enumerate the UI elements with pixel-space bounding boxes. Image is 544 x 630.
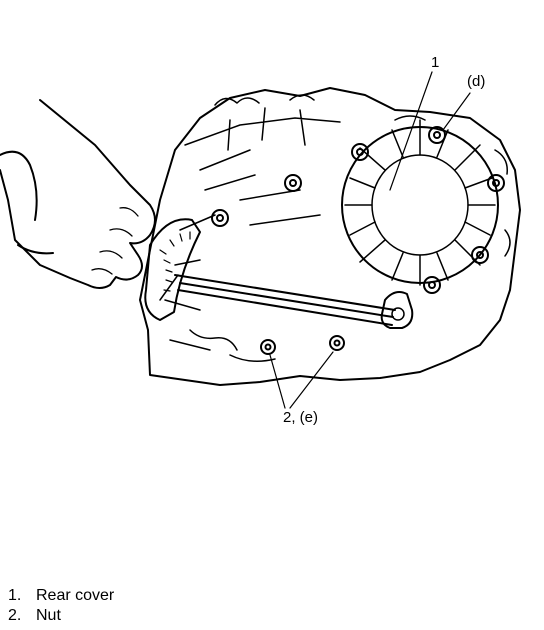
rear-cover-inner-ring bbox=[371, 154, 469, 256]
torque-wrench-rear-cover-illustration bbox=[0, 71, 521, 409]
transmission-case-outline bbox=[139, 87, 521, 386]
nut bbox=[260, 339, 276, 355]
torque-wrench-head bbox=[380, 291, 414, 329]
scale-tick-marks bbox=[159, 231, 191, 292]
callout-rear-cover: 1 bbox=[431, 54, 440, 71]
bolt bbox=[487, 174, 505, 192]
wrench-socket bbox=[391, 307, 405, 321]
leader-line-1 bbox=[389, 71, 433, 191]
nut bbox=[329, 335, 345, 351]
leader-line-d bbox=[442, 92, 471, 131]
case-rib-lines bbox=[164, 107, 341, 351]
bolt bbox=[211, 209, 229, 227]
hand-knuckles bbox=[91, 207, 139, 275]
callout-nut: 2, (e) bbox=[283, 409, 319, 426]
torque-wrench-shaft bbox=[174, 274, 396, 326]
legend-label: Nut bbox=[36, 607, 61, 624]
bolt-group-d bbox=[211, 126, 505, 294]
legend: 1. Rear cover 2. Nut bbox=[8, 586, 114, 626]
case-contours bbox=[189, 94, 511, 362]
bolt bbox=[423, 276, 441, 294]
bolt bbox=[471, 246, 489, 264]
callout-bolt: (d) bbox=[467, 73, 486, 90]
bolt bbox=[428, 126, 446, 144]
legend-number: 2. bbox=[8, 607, 22, 624]
leader-line-2e-left bbox=[269, 354, 286, 409]
legend-item: 2. Nut bbox=[8, 606, 114, 626]
nut-group-e bbox=[260, 335, 345, 355]
hand bbox=[0, 99, 156, 289]
leader-line-2e-right bbox=[289, 351, 334, 409]
legend-number: 1. bbox=[8, 587, 22, 604]
torque-wrench-scale bbox=[144, 218, 201, 321]
bolt bbox=[284, 174, 302, 192]
hand-sleeve bbox=[0, 150, 54, 255]
bolt bbox=[351, 143, 369, 161]
legend-label: Rear cover bbox=[36, 587, 115, 604]
rear-cover-radial-ribs bbox=[344, 119, 496, 286]
scale-pointer bbox=[159, 274, 179, 301]
legend-item: 1. Rear cover bbox=[8, 586, 114, 606]
